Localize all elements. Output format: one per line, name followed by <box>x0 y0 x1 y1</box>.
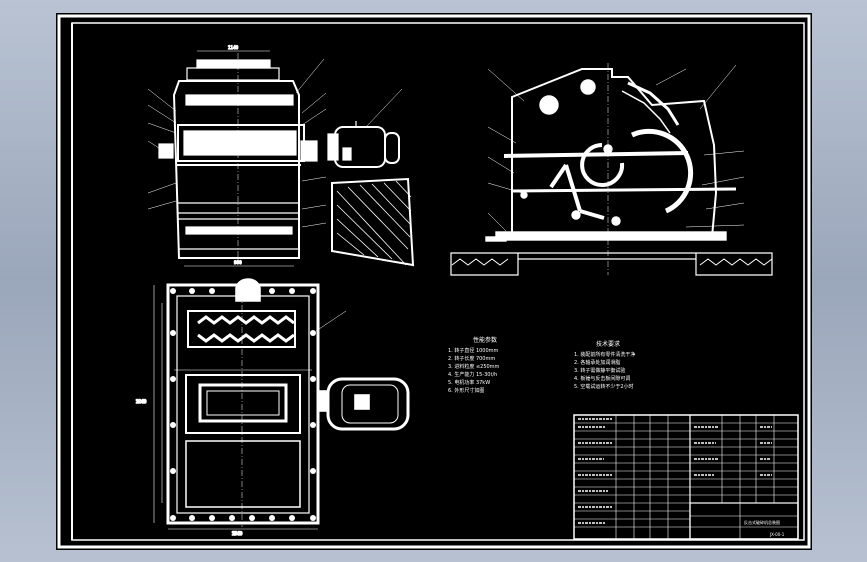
tech-req-line: 2. 各轴承处加润滑脂 <box>574 359 620 366</box>
inner-frame <box>71 22 805 541</box>
perf-title: 性能参数 <box>473 336 497 344</box>
perf-line: 1. 转子直径 1000mm <box>448 347 499 354</box>
assembly-drawing: 1140 960 <box>57 14 811 549</box>
dimension-top-width: 1140 <box>228 45 239 50</box>
tech-req-title: 技术要求 <box>596 340 620 348</box>
dimension-plan-width: 1540 <box>232 531 243 536</box>
technical-requirements: 技术要求 1. 装配前所有零件清洗干净 2. 各轴承处加润滑脂 3. 转子需做静… <box>574 340 635 390</box>
parts-list-and-title-block <box>573 414 799 540</box>
plan-view: 1840 1540 <box>135 278 410 537</box>
performance-notes: 性能参数 1. 转子直径 1000mm 2. 转子长度 700mm 3. 进料粒… <box>448 336 500 394</box>
perf-line: 2. 转子长度 700mm <box>448 355 495 362</box>
outer-frame <box>57 14 811 549</box>
dimension-plan-height: 1840 <box>136 399 147 404</box>
perf-line: 5. 电机功率 37kW <box>448 379 490 386</box>
side-section-view <box>450 63 773 276</box>
front-elevation-view: 1140 960 <box>147 44 415 267</box>
perf-line: 3. 进料粒度 ≤250mm <box>448 363 500 370</box>
tech-req-line: 3. 转子需做静平衡试验 <box>574 367 625 374</box>
drawing-sheet: 1140 960 <box>56 13 812 550</box>
tech-req-line: 5. 空载试运转不少于2小时 <box>574 383 634 390</box>
perf-line: 4. 生产能力 15-30t/h <box>448 371 497 378</box>
tech-req-line: 4. 板锤与反击板间隙可调 <box>574 375 630 382</box>
title-block-drawing-no: JX-00-1 <box>769 532 785 537</box>
tech-req-line: 1. 装配前所有零件清洗干净 <box>574 351 635 358</box>
title-block-name: 反击式破碎机总装图 <box>744 519 780 525</box>
perf-line: 6. 外形尺寸如图 <box>448 387 484 394</box>
